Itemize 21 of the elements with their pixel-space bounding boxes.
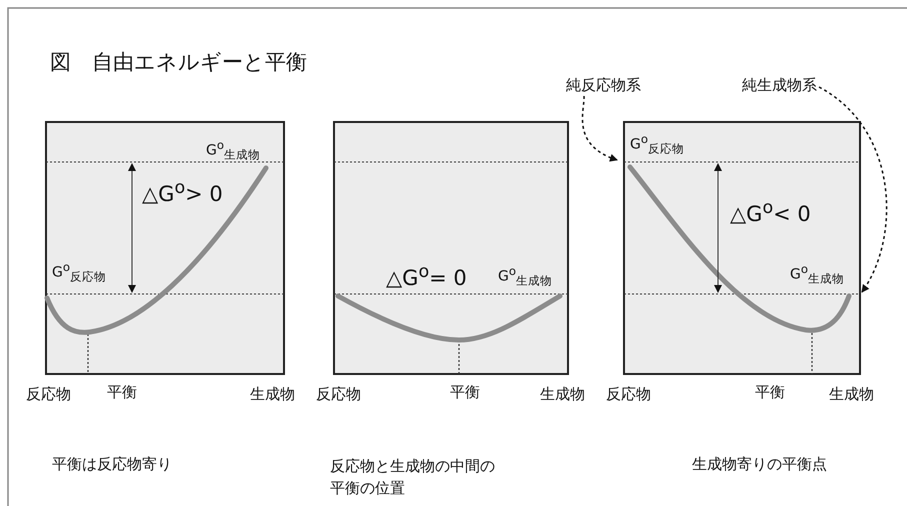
axis-label: 生成物: [250, 385, 295, 403]
axis-label: 平衡: [107, 383, 137, 401]
formula-label: △G$^{o}$= 0: [386, 262, 467, 292]
caption: 平衡は反応物寄り: [52, 455, 172, 473]
title: 図 自由エネルギーと平衡: [50, 50, 307, 76]
axis-label: 反応物: [26, 385, 71, 403]
leader-line: [582, 96, 618, 162]
energy-plot-drawing: [623, 121, 861, 375]
axis-label: 生成物: [829, 385, 874, 403]
axis-label: 反応物: [606, 385, 651, 403]
axis-label: 平衡: [755, 383, 785, 401]
axis-label: 反応物: [316, 385, 361, 403]
leader-line: [818, 86, 888, 293]
callout-text: 純反応物系: [566, 76, 641, 94]
caption: 反応物と生成物の中間の平衡の位置: [330, 456, 496, 499]
axis-label: 生成物: [540, 385, 585, 403]
callout-text: 純生成物系: [742, 76, 817, 94]
formula-label: △G$^{o}$> 0: [142, 178, 223, 208]
axis-label: 平衡: [450, 383, 480, 401]
caption: 生成物寄りの平衡点: [692, 455, 827, 473]
formula-label: △G$^{o}$< 0: [730, 198, 811, 228]
